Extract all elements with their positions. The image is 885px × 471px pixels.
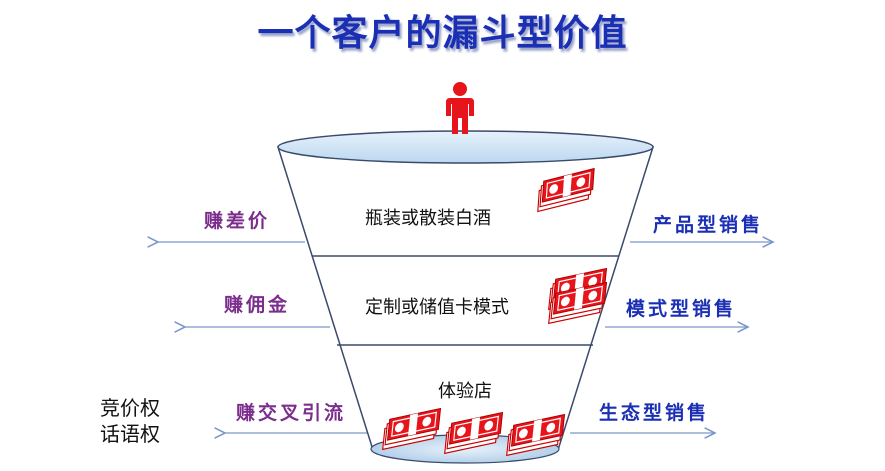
person-icon — [446, 82, 474, 134]
right-label-3: 生态型销售 — [599, 402, 710, 424]
right-label-1: 产品型销售 — [653, 214, 764, 236]
left-label-1: 赚差价 — [204, 210, 271, 232]
left-label-2: 赚佣金 — [224, 294, 291, 316]
rights-item-bidding: 竞价权 — [100, 396, 160, 420]
page-title: 一个客户的漏斗型价值 — [257, 13, 628, 54]
right-label-2: 模式型销售 — [626, 298, 737, 320]
funnel-level-2-label: 定制或储值卡模式 — [365, 297, 509, 318]
funnel-top — [277, 130, 654, 164]
rights-list: 竞价权 话语权 — [100, 395, 160, 447]
funnel-level-1-label: 瓶装或散装白酒 — [365, 208, 491, 229]
left-label-3: 赚交叉引流 — [236, 402, 347, 424]
rights-item-voice: 话语权 — [100, 422, 160, 446]
funnel-level-3-label: 体验店 — [438, 381, 492, 402]
